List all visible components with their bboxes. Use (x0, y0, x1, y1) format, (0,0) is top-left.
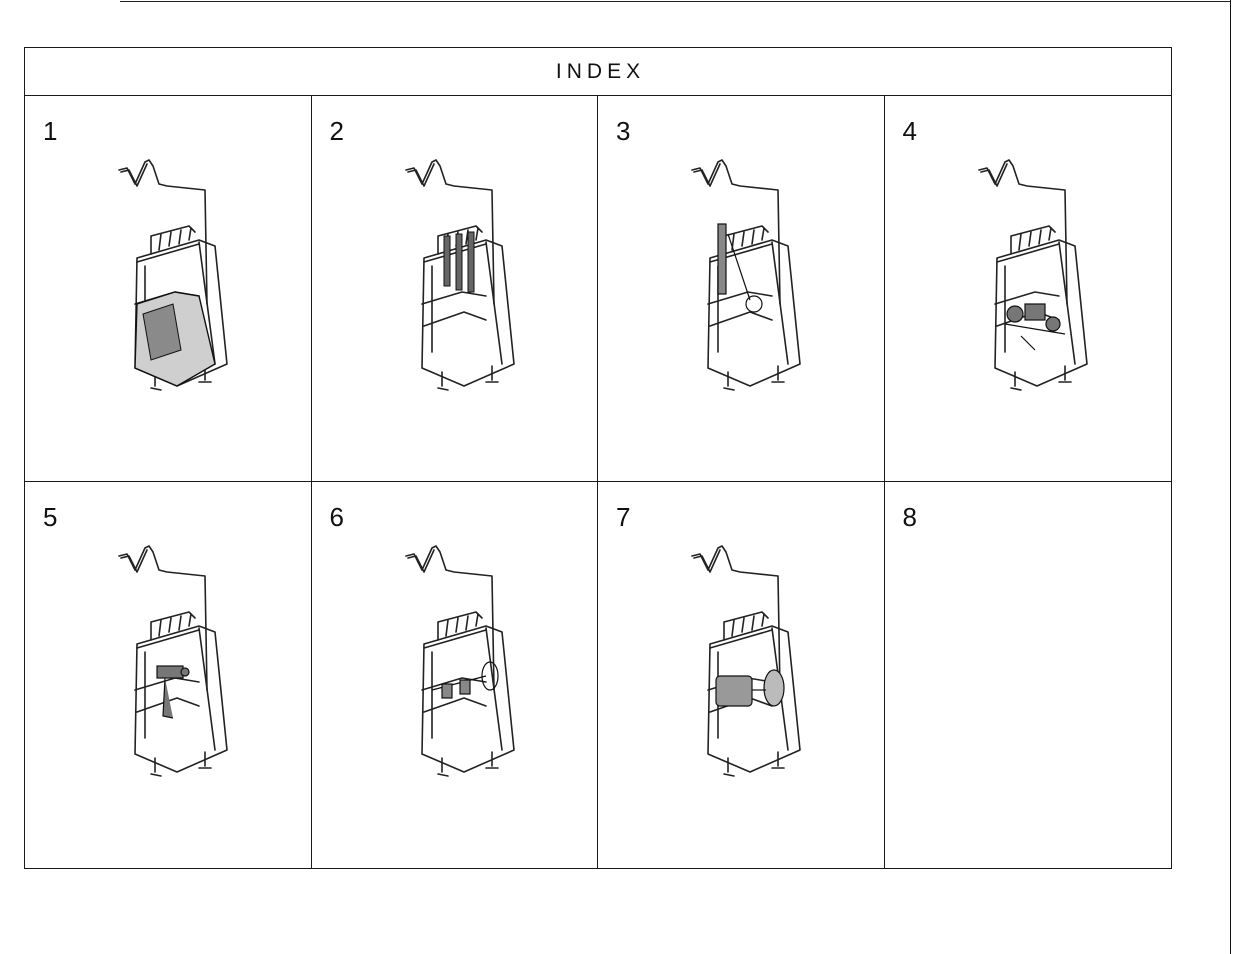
section-number: 3 (616, 116, 630, 147)
top-rule (120, 1, 1230, 2)
index-cell-7[interactable]: 7 (598, 482, 885, 868)
index-cell-4[interactable]: 4 (885, 96, 1172, 482)
page-edge-rule (1230, 0, 1231, 954)
machine-icon (105, 154, 245, 394)
section-number: 4 (903, 116, 917, 147)
index-cell-6[interactable]: 6 (312, 482, 599, 868)
index-grid: 1 2 (25, 96, 1171, 868)
section-number: 6 (330, 502, 344, 533)
section-number: 2 (330, 116, 344, 147)
machine-icon (965, 154, 1105, 394)
machine-icon (392, 154, 532, 394)
index-cell-1[interactable]: 1 (25, 96, 312, 482)
machine-icon (678, 540, 818, 780)
section-number: 7 (616, 502, 630, 533)
index-header: INDEX (25, 48, 1171, 96)
index-cell-3[interactable]: 3 (598, 96, 885, 482)
index-table: INDEX 1 2 (24, 47, 1172, 869)
machine-icon (105, 540, 245, 780)
index-title: INDEX (551, 60, 645, 84)
machine-icon (392, 540, 532, 780)
index-cell-2[interactable]: 2 (312, 96, 599, 482)
section-number: 1 (43, 116, 57, 147)
index-cell-5[interactable]: 5 (25, 482, 312, 868)
section-number: 5 (43, 502, 57, 533)
index-cell-8[interactable]: 8 (885, 482, 1172, 868)
section-number: 8 (903, 502, 917, 533)
machine-icon (678, 154, 818, 394)
